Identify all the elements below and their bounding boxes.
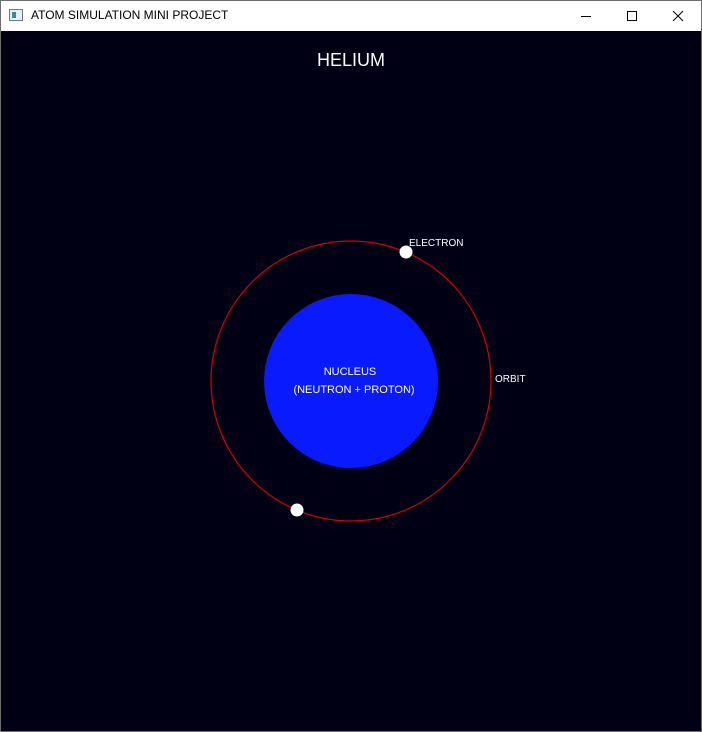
- window-app-icon[interactable]: [9, 9, 23, 21]
- atom-scene: HELIUM NUCLEUS (NEUTRON + PROTON) ELECTR…: [210, 50, 526, 522]
- maximize-icon: [627, 11, 637, 21]
- nucleus-sublabel: (NEUTRON + PROTON): [293, 384, 414, 396]
- close-button[interactable]: [655, 1, 701, 31]
- close-icon: [672, 10, 684, 22]
- electron-2: [290, 503, 304, 517]
- title-bar[interactable]: ATOM SIMULATION MINI PROJECT: [1, 1, 701, 31]
- minimize-icon: [581, 16, 591, 17]
- maximize-button[interactable]: [609, 1, 655, 31]
- simulation-canvas: HELIUM NUCLEUS (NEUTRON + PROTON) ELECTR…: [1, 31, 701, 731]
- nucleus-label: NUCLEUS: [324, 366, 377, 378]
- electron-1: [399, 245, 413, 259]
- window-title: ATOM SIMULATION MINI PROJECT: [31, 8, 229, 22]
- element-heading: HELIUM: [317, 50, 385, 70]
- orbit-ring: [210, 240, 492, 522]
- minimize-button[interactable]: [563, 1, 609, 31]
- orbit-label: ORBIT: [495, 374, 526, 385]
- nucleus: [264, 294, 438, 468]
- electron-label: ELECTRON: [409, 238, 463, 249]
